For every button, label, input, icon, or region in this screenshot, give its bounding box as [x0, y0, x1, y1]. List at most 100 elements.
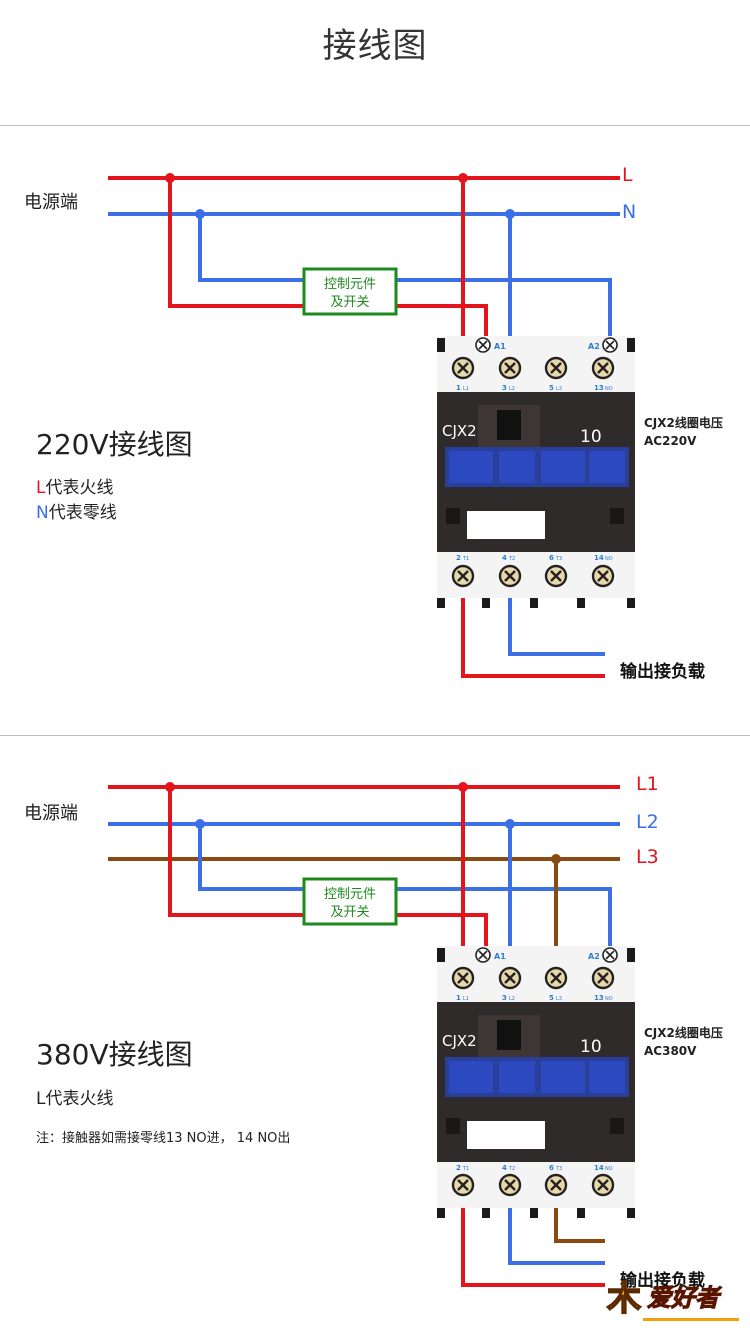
terminal-number: T2 [508, 556, 515, 562]
terminal-number: 14 [594, 1164, 604, 1172]
diagram-heading-380: 380V接线图 [36, 1038, 193, 1071]
control-box-380 [302, 877, 398, 926]
terminal-number: L1 [463, 996, 469, 1002]
terminal-number: 1 [456, 384, 461, 392]
terminal-1-l1 [451, 966, 475, 990]
wire-box-to-a1-380 [396, 913, 488, 955]
terminal-number: 6 [549, 554, 554, 562]
terminal-number: L3 [556, 386, 562, 392]
divider-middle [0, 735, 750, 736]
contactor-brand: CJX2 [442, 422, 477, 440]
wire-l-to-box-220 [168, 178, 304, 308]
coil-voltage-220: CJX2线圈电压 AC220V [644, 414, 723, 450]
terminal-number: 14 [594, 554, 604, 562]
terminal-label: A1 [494, 342, 506, 351]
terminal-3-l2 [498, 356, 522, 380]
terminal-number: T3 [555, 1166, 562, 1172]
diagram-heading-220: 220V接线图 [36, 428, 193, 461]
terminal-6-t3 [544, 1173, 568, 1197]
control-box-text: 控制元件 [324, 277, 376, 292]
terminal-number: 5 [549, 994, 554, 1002]
terminal-a2 [602, 337, 618, 353]
terminal-a1 [475, 337, 491, 353]
terminal-6-t3 [544, 564, 568, 588]
junction-dot [165, 782, 175, 792]
wiring-diagram-380v: 控制元件 及开关 CJX2 10 A1 A2 1 L1 3 L2 5 L3 13… [108, 782, 635, 1287]
svg-text:爱好者: 爱好者 [647, 1284, 722, 1312]
wiring-diagram-220v: 控制元件 及开关 CJX2 10 A1 A2 1 L1 3 L2 5 L3 13 [108, 173, 635, 678]
terminal-14-no [591, 1173, 615, 1197]
terminal-13-no [591, 356, 615, 380]
junction-dot [195, 819, 205, 829]
output-label-380: 输出接负载 [620, 1271, 705, 1291]
terminal-label: A1 [494, 952, 506, 961]
terminal-number: T3 [555, 556, 562, 562]
output-label-220: 输出接负载 [620, 662, 705, 682]
terminal-a1 [475, 947, 491, 963]
coil-voltage-value: AC220V [644, 434, 697, 448]
junction-dot [551, 854, 561, 864]
terminal-14-no [591, 564, 615, 588]
terminal-number: T2 [508, 1166, 515, 1172]
junction-dot [458, 782, 468, 792]
wire-n-to-box-220 [198, 214, 304, 282]
wire-out-red-220 [461, 576, 605, 678]
terminal-a2 [602, 947, 618, 963]
wire-out-blue-220 [508, 576, 605, 656]
terminal-2-t1 [451, 1173, 475, 1197]
terminal-number: 3 [502, 994, 507, 1002]
line-label-l2: L2 [636, 811, 659, 833]
terminal-number: 13 [594, 384, 604, 392]
wire-box-to-a2-380 [396, 887, 612, 955]
terminal-1-l1 [451, 356, 475, 380]
terminal-2-t1 [451, 564, 475, 588]
line-label-l1: L1 [636, 773, 659, 795]
junction-dot [505, 819, 515, 829]
contactor-brand: CJX2 [442, 1032, 477, 1050]
terminal-label: A2 [588, 952, 600, 961]
terminal-number: 5 [549, 384, 554, 392]
terminal-13-no [591, 966, 615, 990]
legend-live: L代表火线 [36, 478, 114, 498]
junction-dot [505, 209, 515, 219]
terminal-5-l3 [544, 966, 568, 990]
line-label-l3: L3 [636, 846, 659, 868]
terminal-4-t2 [498, 564, 522, 588]
coil-voltage-380: CJX2线圈电压 AC380V [644, 1024, 723, 1060]
coil-voltage-line: CJX2线圈电压 [644, 416, 723, 430]
junction-dot [195, 209, 205, 219]
note-380: 注：接触器如需接零线13 NO进， 14 NO出 [36, 1131, 291, 1146]
terminal-number: 1 [456, 994, 461, 1002]
wire-out-blue-380 [508, 1185, 605, 1265]
control-box-text: 及开关 [330, 905, 369, 920]
control-box-text: 控制元件 [324, 887, 376, 902]
coil-voltage-value: AC380V [644, 1044, 697, 1058]
terminal-number: NO [605, 1166, 613, 1172]
terminal-3-l2 [498, 966, 522, 990]
watermark-logo: 木 爱好者 [605, 1278, 739, 1321]
page-title: 接线图 [322, 26, 428, 66]
wire-box-to-a2-220 [396, 278, 612, 345]
divider-top [0, 125, 750, 126]
legend-380: L代表火线 [36, 1089, 114, 1109]
wire-out-red-380 [461, 1185, 605, 1287]
control-box-text: 及开关 [330, 295, 369, 310]
contactor-model: 10 [580, 427, 602, 447]
terminal-number: NO [605, 996, 613, 1002]
terminal-number: L3 [556, 996, 562, 1002]
source-label-220: 电源端 [24, 192, 78, 213]
terminal-number: 4 [502, 1164, 507, 1172]
control-box-220 [302, 267, 398, 316]
terminal-number: 3 [502, 384, 507, 392]
terminal-number: 6 [549, 1164, 554, 1172]
legend-220: L代表火线 N代表零线 [36, 476, 117, 526]
junction-dot [458, 173, 468, 183]
wire-l1-to-box-380 [168, 787, 304, 917]
terminal-4-t2 [498, 1173, 522, 1197]
source-label-380: 电源端 [24, 803, 78, 824]
terminal-number: NO [605, 386, 613, 392]
terminal-5-l3 [544, 356, 568, 380]
terminal-number: NO [605, 556, 613, 562]
terminal-number: L1 [463, 386, 469, 392]
terminal-number: 2 [456, 554, 461, 562]
